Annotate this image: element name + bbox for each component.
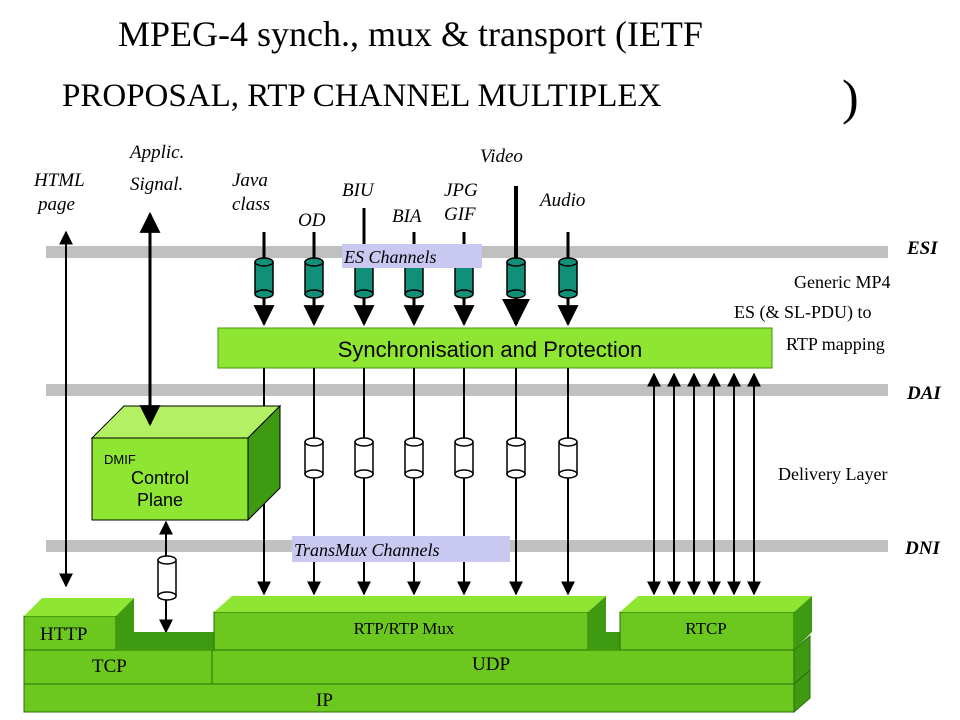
udp-top-dark [586,632,622,650]
es-channel-cylinder [506,257,526,299]
applic-label-1: Applic. [128,142,184,163]
rtcp-label: RTCP [685,619,727,638]
dmif-cube-top [90,405,282,439]
rtcp-top [620,596,812,612]
generic-mapping-1: Generic MP4 [794,272,890,292]
html-page-label-2: page [36,194,75,215]
jpg-label: JPG [444,180,478,201]
esi-label: ESI [906,238,938,259]
http-box [23,615,117,651]
rtp-mux-side [588,596,606,650]
dai-bar [46,384,888,396]
title-line-2: PROPOSAL, RTP CHANNEL MULTIPLEX [62,78,662,114]
audio-label: Audio [538,190,585,211]
sync-protection-label: Synchronisation and Protection [338,337,643,362]
rtp-mux-box [213,611,589,651]
dmif-label: DMIF [104,452,136,467]
http-top [24,598,134,616]
control-label: Control [131,468,189,488]
es-channels-label-bg [342,244,482,268]
sync-protection-block [217,327,773,369]
gif-label: GIF [444,204,476,225]
java-label-1: Java [232,170,268,191]
ip-layer [23,683,795,713]
applic-label-2: Signal. [130,174,183,195]
udp-label: UDP [472,654,510,675]
dai-label: DAI [906,383,941,404]
rtcp-arrows [647,372,761,596]
transmux-channel-cylinder [354,437,374,479]
http-side [116,598,134,650]
delivery-layer-label: Delivery Layer [778,464,887,484]
es-channels-label: ES Channels [343,247,437,267]
tcp-top-dark [110,632,214,650]
biu-label: BIU [342,180,375,201]
es-channel-cylinder [304,257,324,299]
ip-label: IP [316,690,333,711]
es-channel-cylinder [254,257,274,299]
plane-label: Plane [137,490,183,510]
dmif-channel-cylinder [157,555,177,601]
bia-label: BIA [392,206,422,227]
es-channel-cylinders [254,257,578,299]
transmux-channel-cylinder [404,437,424,479]
title-close-paren: ) [842,69,859,125]
generic-mapping-2: ES (& SL-PDU) to [734,302,872,323]
transmux-channel-cylinder [304,437,324,479]
transmux-channel-cylinder [454,437,474,479]
transmux-channel-cylinder [558,437,578,479]
http-label: HTTP [40,624,88,645]
tcp-label: TCP [92,656,127,677]
od-label: OD [298,210,326,231]
udp-layer [211,649,795,685]
html-page-label-1: HTML [33,170,85,191]
transmux-channels-label: TransMux Channels [294,540,440,560]
rtp-mux-label: RTP/RTP Mux [354,619,455,638]
dni-label: DNI [904,538,940,559]
transmux-label-bg [292,536,510,562]
generic-mapping-3: RTP mapping [786,334,885,354]
transmux-channel-cylinder [506,437,526,479]
tcp-layer [23,649,213,685]
video-label: Video [480,146,523,167]
dmif-cube-side [247,404,281,522]
transmux-channel-cylinders [254,437,578,479]
rtcp-side [794,596,812,650]
es-channel-cylinder [558,257,578,299]
title-line-1: MPEG-4 synch., mux & transport (IETF [118,14,703,54]
udp-side [793,634,811,686]
rtp-mux-top [214,596,606,612]
java-label-2: class [232,194,270,215]
